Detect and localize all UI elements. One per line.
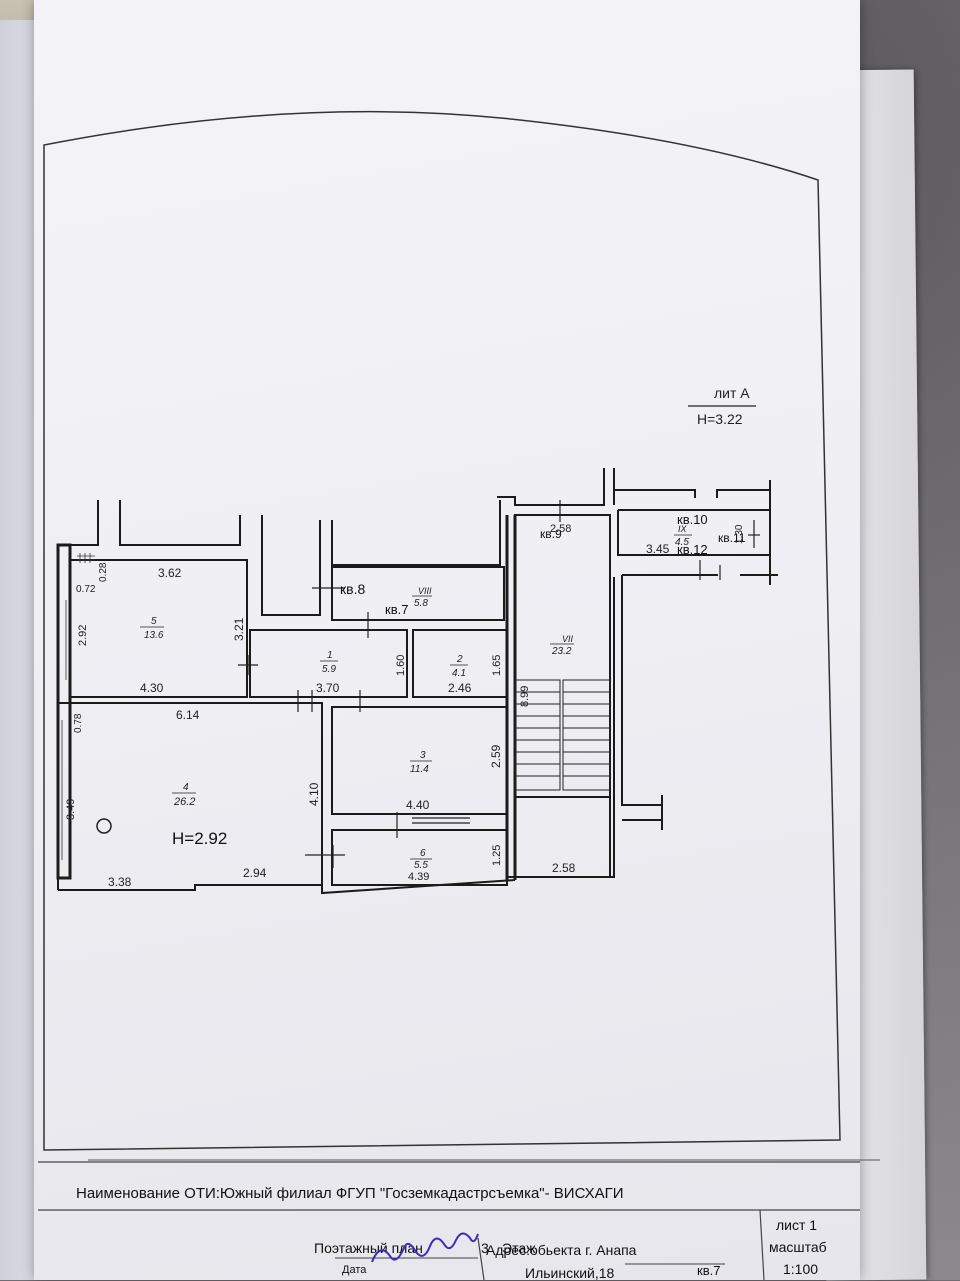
building-height: Н=3.22	[697, 411, 743, 427]
dim-1-30: 1.30	[734, 524, 745, 544]
address: Адрес:обьекта г. Анапа	[486, 1242, 637, 1258]
window-grid	[61, 553, 95, 860]
room-viii-area: 5.8	[414, 598, 428, 609]
room-4-number: 4	[183, 782, 189, 793]
dim-0-72: 0.72	[76, 584, 96, 595]
dim-2-92: 2.92	[77, 625, 89, 646]
apartment-10-label: кв.10	[677, 512, 708, 527]
room-viii-number: VIII	[418, 586, 432, 596]
room-3-area: 11.4	[410, 764, 429, 775]
dim-1-60: 1.60	[395, 655, 407, 676]
apartment-8-label: кв.8	[340, 581, 365, 597]
dim-2-58-top: 2.58	[550, 523, 571, 535]
title-block: Наименование ОТИ:Южный филиал ФГУП "Госз…	[38, 1161, 860, 1280]
room-labels: 5 13.6 1 5.9 2 4.1 VIII 5.8 3 11.4 4 26.…	[140, 524, 692, 871]
dim-4-39: 4.39	[408, 871, 429, 883]
room-2-number: 2	[456, 654, 463, 665]
dim-0-78: 0.78	[73, 713, 84, 733]
apartment-9-label: кв.9	[540, 527, 562, 541]
lit-label: лит А	[714, 385, 750, 401]
dim-3-49: 3.49	[65, 799, 77, 820]
door-marks	[238, 500, 760, 868]
dim-6-14: 6.14	[176, 708, 200, 722]
organization-name: Наименование ОТИ:Южный филиал ФГУП "Госз…	[76, 1185, 623, 1202]
room-1-number: 1	[327, 650, 333, 661]
dim-2-58-bottom: 2.58	[552, 861, 576, 875]
room-2-area: 4.1	[452, 668, 466, 679]
dim-8-99: 8.99	[519, 686, 531, 707]
room-vii-area: 23.2	[551, 646, 572, 657]
date-label: Дата	[342, 1264, 367, 1276]
street: Ильинский,18	[525, 1265, 615, 1280]
room-6-area: 5.5	[414, 860, 428, 871]
round-fixture-icon	[96, 818, 112, 834]
floor-word: Этаж	[502, 1240, 536, 1256]
apartment-11-label: кв.11	[718, 531, 746, 545]
room-height-label: Н=2.92	[172, 829, 227, 848]
scale-value: 1:100	[783, 1261, 818, 1277]
dim-0-28: 0.28	[98, 562, 109, 582]
dim-3-70: 3.70	[316, 681, 340, 695]
room-4-area: 26.2	[173, 796, 195, 808]
apartment-number: кв.7	[697, 1263, 720, 1278]
apartment-labels: кв.8 кв.7 кв.9 кв.10 кв.11 кв.12	[340, 512, 746, 617]
handwritten-date-scribble	[371, 1232, 479, 1263]
dim-3-38: 3.38	[108, 875, 132, 889]
floor-number: 3	[481, 1240, 489, 1256]
apartment-7-label: кв.7	[385, 602, 408, 617]
dim-4-30: 4.30	[140, 681, 164, 695]
dim-3-21: 3.21	[232, 617, 246, 641]
room-ix-number: IX	[678, 524, 688, 534]
dim-1-25: 1.25	[491, 845, 503, 866]
dim-3-45: 3.45	[646, 542, 670, 556]
room-5-area: 13.6	[144, 630, 164, 641]
apartment-12-label: кв.12	[677, 542, 708, 557]
room-vii-number: VII	[562, 634, 574, 644]
walls	[56, 468, 778, 895]
dim-2-59: 2.59	[489, 744, 503, 768]
plan-title: Поэтажный план	[314, 1240, 423, 1256]
room-1-area: 5.9	[322, 664, 336, 675]
dim-4-40: 4.40	[406, 798, 430, 812]
room-6-number: 6	[420, 848, 426, 859]
dim-2-94: 2.94	[243, 866, 267, 880]
dim-1-65: 1.65	[491, 655, 503, 676]
room-5-number: 5	[151, 616, 157, 627]
drawing-frame	[43, 110, 841, 1151]
room-3-number: 3	[420, 750, 426, 761]
scale-label: масштаб	[769, 1239, 827, 1255]
dim-2-46: 2.46	[448, 681, 472, 695]
room-ix-area: 4.5	[675, 537, 689, 548]
sheet-number: лист 1	[776, 1217, 817, 1233]
floor-plan-paper	[34, 0, 860, 1280]
dimension-labels: 3.62 0.28 0.72 2.92 3.21 4.30 0.78 6.14 …	[65, 523, 745, 889]
dim-3-62: 3.62	[158, 566, 182, 580]
dim-4-10: 4.10	[307, 782, 321, 806]
